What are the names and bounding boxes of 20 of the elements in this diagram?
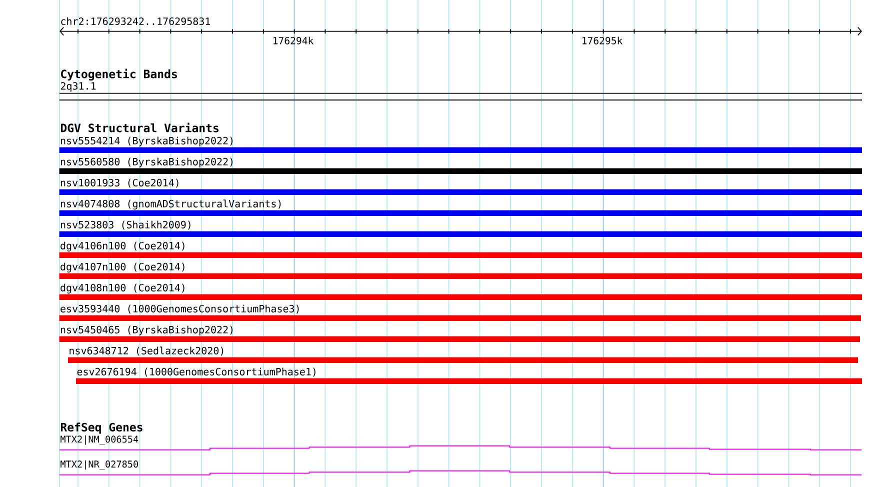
track-heading: DGV Structural Variants [60, 122, 218, 132]
variant-label: nsv5450465 (ByrskaBishop2022) [60, 326, 232, 336]
variant-label: esv2676194 (1000GenomesConsortiumPhase1) [77, 368, 316, 377]
gene-label: MTX2|NM_006554 [60, 435, 138, 445]
track-heading: RefSeq Genes [60, 422, 142, 434]
variant-label: nsv523803 (Shaikh2009) [60, 220, 190, 230]
band-label: 2q31.1 [60, 82, 96, 92]
variant-label: nsv6348712 (Sedlazeck2020) [70, 346, 224, 356]
variant-label: nsv4074808 (gnomADStructuralVariants) [60, 200, 281, 210]
variant-label: esv3593440 (1000GenomesConsortiumPhase3) [60, 304, 299, 314]
locus-label: chr2:176293242..176295831 [61, 17, 210, 26]
variant-label: dgv4106n100 (Coe2014) [60, 242, 184, 252]
variant-label: nsv5560580 (ByrskaBishop2022) [60, 158, 232, 168]
variant-label: nsv5554214 (ByrskaBishop2022) [60, 136, 232, 146]
gene-label: MTX2|NR_027850 [60, 460, 138, 470]
scale-label: 176294k [274, 36, 314, 44]
variant-label: dgv4107n100 (Coe2014) [60, 262, 184, 272]
scale-label: 176295k [582, 36, 623, 44]
variant-label: dgv4108n100 (Coe2014) [60, 284, 184, 294]
variant-label: nsv1001933 (Coe2014) [60, 178, 178, 188]
